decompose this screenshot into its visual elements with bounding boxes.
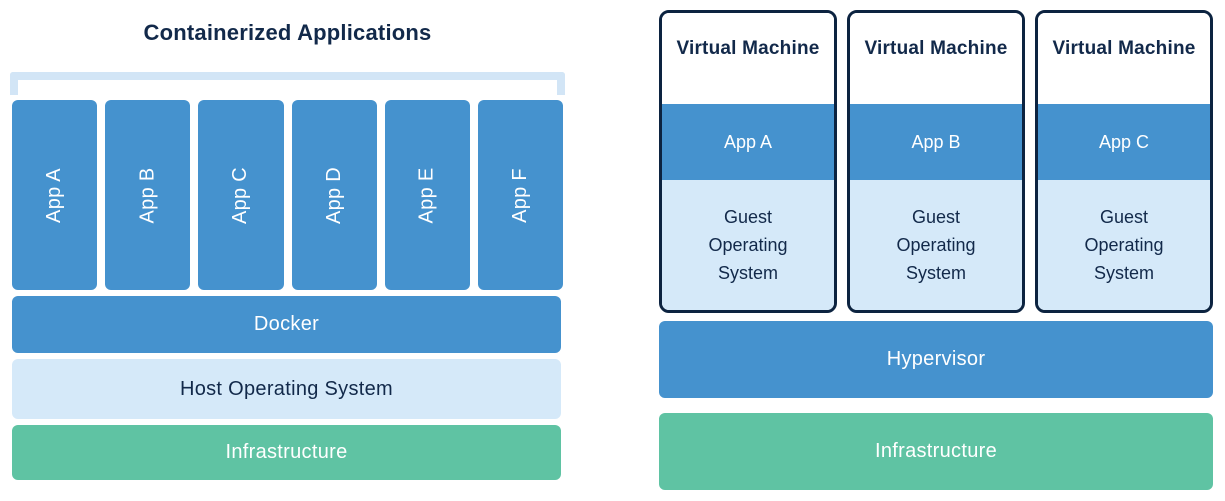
vm-box-2-guest-os-line-2: Operating <box>896 235 976 255</box>
vm-box-3-guest-os: Guest Operating System <box>1038 180 1210 310</box>
app-columns: App A App B App C App D App E App F <box>12 100 564 290</box>
infrastructure-layer-right: Infrastructure <box>659 413 1213 490</box>
vm-row: Virtual Machine App A Guest Operating Sy… <box>659 10 1213 313</box>
container-group-bracket <box>10 72 565 95</box>
vm-box-1-guest-os-line-1: Guest <box>723 207 773 227</box>
vm-box-1: Virtual Machine App A Guest Operating Sy… <box>659 10 837 313</box>
app-column-f: App F <box>477 100 564 290</box>
app-column-c: App C <box>198 100 284 290</box>
vm-box-3-guest-os-line-1: Guest <box>1099 207 1149 227</box>
vm-box-2-app: App B <box>850 104 1022 180</box>
app-column-b-label: App B <box>136 167 159 223</box>
app-column-d-label: App D <box>322 166 345 224</box>
docker-layer: Docker <box>12 296 561 353</box>
app-column-e-label: App E <box>415 167 438 223</box>
containerized-applications-title: Containerized Applications <box>143 20 432 45</box>
vm-box-3: Virtual Machine App C Guest Operating Sy… <box>1035 10 1213 313</box>
vm-box-2-guest-os-line-3: System <box>905 263 966 283</box>
infrastructure-layer-left: Infrastructure <box>12 425 561 480</box>
vm-box-2: Virtual Machine App B Guest Operating Sy… <box>847 10 1025 313</box>
app-column-d: App D <box>291 100 377 290</box>
vm-box-3-guest-os-line-2: Operating <box>1084 235 1164 255</box>
hypervisor-layer: Hypervisor <box>659 321 1213 398</box>
host-operating-system-layer: Host Operating System <box>12 359 561 419</box>
app-column-a: App A <box>12 100 98 290</box>
vm-box-3-guest-os-line-3: System <box>1093 263 1154 283</box>
containerized-applications-panel: Containerized Applications App A App B A… <box>10 0 565 501</box>
app-column-b: App B <box>105 100 191 290</box>
app-column-e: App E <box>384 100 470 290</box>
app-column-f-label: App F <box>508 167 531 223</box>
vm-box-3-title: Virtual Machine <box>1038 13 1210 104</box>
vm-box-2-title: Virtual Machine <box>850 13 1022 104</box>
vm-box-1-guest-os-line-2: Operating <box>708 235 788 255</box>
vm-box-1-guest-os: Guest Operating System <box>662 180 834 310</box>
vm-box-1-guest-os-line-3: System <box>717 263 778 283</box>
vm-box-3-app: App C <box>1038 104 1210 180</box>
vm-box-2-guest-os: Guest Operating System <box>850 180 1022 310</box>
app-column-c-label: App C <box>229 166 252 224</box>
vm-box-2-guest-os-line-1: Guest <box>911 207 961 227</box>
vm-box-1-app: App A <box>662 104 834 180</box>
app-column-a-label: App A <box>43 167 66 223</box>
vm-box-1-title: Virtual Machine <box>662 13 834 104</box>
virtual-machines-panel: Virtual Machine App A Guest Operating Sy… <box>659 10 1213 490</box>
